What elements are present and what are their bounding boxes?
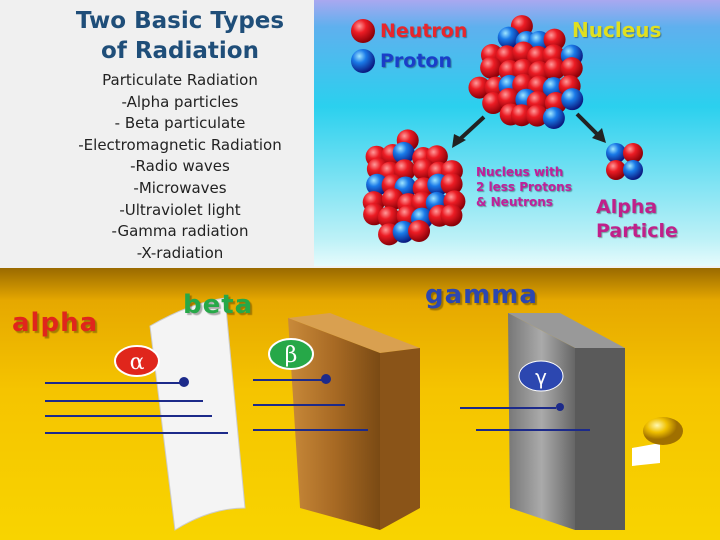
label-line: Nucleus with [476,165,564,179]
neutron-icon [480,56,503,79]
label-line: & Neutrons [476,195,553,209]
alpha-particle-dot [179,377,189,387]
slide-title: Two Basic Types of Radiation [75,8,285,64]
alpha-particle-label: Alpha Particle [596,195,678,243]
gamma-rays [460,407,590,431]
list-item: Particulate Radiation [102,71,258,89]
list-item: -Electromagnetic Radiation [78,135,282,154]
penetration-illustration: α β γ alpha beta gamma [0,268,720,540]
proton-icon [623,160,643,180]
wood-side [380,348,420,530]
proton-legend-icon [351,49,375,73]
list-item: -X-radiation [136,243,224,262]
neutron-legend-icon [351,19,375,43]
alpha-symbol-badge [114,345,160,377]
alpha-rays [45,382,228,434]
list-item: -Alpha particles [121,92,239,111]
daughter-nucleus-label: Nucleus with 2 less Protons & Neutrons [476,165,572,210]
lead-top [508,313,625,348]
list-item: -Ultraviolet light [119,200,241,219]
proton-icon [366,173,389,196]
beta-symbol-badge [268,338,314,370]
nucleus-illustration [351,15,643,246]
proton-icon [561,88,584,111]
lead-notch [632,443,660,466]
arrow-head-icon [452,134,466,148]
label-line: Particle [596,220,678,242]
proton-icon [392,141,415,164]
arrow-icon [457,115,486,142]
alpha-label: alpha [12,308,99,338]
arrow-icon [575,112,601,138]
neutron-icon [623,143,643,163]
neutron-icon [440,204,463,227]
daughter-nucleus [362,129,466,246]
list-item: - Beta particulate [114,114,246,133]
text-panel: Two Basic Types of Radiation Particulate… [0,0,314,268]
gamma-label: gamma [425,280,538,310]
neutron-icon [510,104,533,127]
alpha-decay-diagram: Neutron Proton Nucleus Nucleus with 2 le… [314,0,720,266]
proton-icon [497,26,520,49]
neutron-icon [526,104,549,127]
proton-icon [542,106,565,129]
alpha-symbol: α [130,350,145,375]
gamma-photon-dot [556,403,564,411]
neutron-icon [468,76,491,99]
gamma-symbol: γ [535,365,547,389]
neutron-icon [408,219,431,242]
label-line: Alpha [596,196,658,218]
gamma-symbol-badge [518,360,564,392]
neutron-icon [560,57,583,80]
beta-label: beta [183,290,254,320]
neutron-icon [543,57,566,80]
proton-label: Proton [380,50,453,72]
lead-side [575,348,625,530]
gamma-absorbed-ball [643,417,683,445]
proton-icon [606,143,626,163]
neutron-icon [606,160,626,180]
radiation-types-list: Particulate Radiation -Alpha particles -… [60,70,300,264]
list-item: -Microwaves [133,178,227,197]
beta-rays [253,379,368,431]
arrow-head-icon [592,128,606,143]
paper-sheet [149,297,246,531]
neutron-icon [543,28,566,51]
nucleus-label: Nucleus [572,18,662,42]
beta-symbol: β [285,343,298,368]
wood-block [288,318,380,530]
beta-particle-dot [321,374,331,384]
wood-top [288,313,420,353]
shields-illustration: α β γ [45,297,683,531]
alpha-particle-icon [606,143,643,180]
neutron-icon [377,206,400,229]
lead-block [508,313,575,530]
label-line: 2 less Protons [476,180,572,194]
neutron-icon [440,173,463,196]
neutron-label: Neutron [380,20,468,42]
list-item: -Gamma radiation [111,222,249,241]
list-item: -Radio waves [130,157,230,176]
parent-nucleus [468,15,584,129]
neutron-icon [393,159,416,182]
